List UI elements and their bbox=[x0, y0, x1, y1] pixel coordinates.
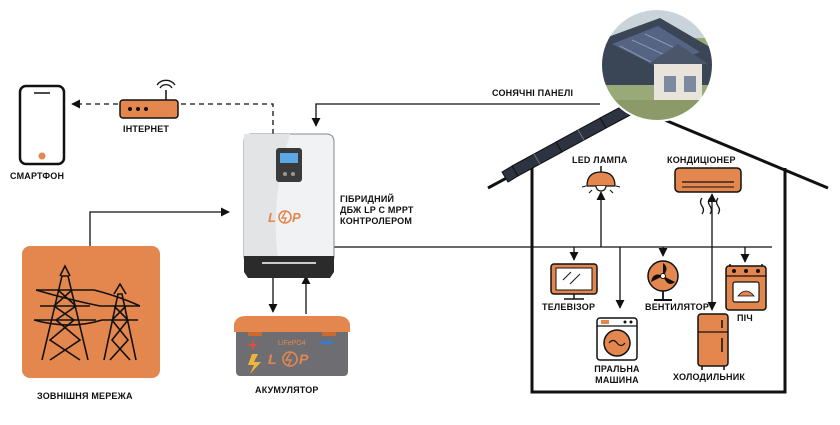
ac-label: КОНДИЦІОНЕР bbox=[667, 155, 736, 165]
battery-icon: + LiFePO4 L P bbox=[234, 316, 350, 376]
grid-to-inverter-line bbox=[89, 207, 230, 246]
lamp-icon bbox=[581, 166, 621, 194]
grid-tower-icon bbox=[22, 246, 160, 378]
svg-text:P: P bbox=[292, 210, 301, 225]
fan-label: ВЕНТИЛЯТОР bbox=[645, 302, 710, 312]
photo-frame bbox=[600, 8, 714, 122]
inverter-label-line-1: ГІБРИДНИЙ bbox=[340, 194, 395, 204]
inverter-label-line-3: КОНТРОЛЕРОМ bbox=[340, 216, 413, 226]
svg-text:L: L bbox=[268, 351, 277, 367]
house-outline-icon bbox=[487, 106, 829, 394]
grid-label: ЗОВНІШНЯ МЕРЕЖА bbox=[37, 391, 133, 401]
washer-label-line-2: МАШИНА bbox=[595, 375, 639, 385]
svg-text:P: P bbox=[299, 351, 309, 367]
internet-label: ІНТЕРНЕТ bbox=[123, 124, 170, 134]
oven-label: ПІЧ bbox=[737, 313, 753, 323]
fridge-icon bbox=[697, 313, 729, 370]
router-icon bbox=[119, 79, 179, 119]
svg-text:LiFePO4: LiFePO4 bbox=[278, 340, 306, 347]
tv-label: ТЕЛЕВІЗОР bbox=[542, 302, 596, 312]
inverter-logo: L bbox=[268, 210, 276, 225]
fridge-label: ХОЛОДИЛЬНИК bbox=[673, 372, 746, 382]
tv-icon bbox=[550, 263, 598, 300]
inverter-icon: L P bbox=[243, 133, 335, 278]
battery-label: АКУМУЛЯТОР bbox=[255, 385, 319, 395]
air-conditioner-icon bbox=[674, 167, 742, 215]
solar-panels-label: СОНЯЧНІ ПАНЕЛІ bbox=[492, 88, 574, 98]
solar-panel-icon bbox=[501, 101, 637, 183]
inverter-to-router-line bbox=[180, 103, 274, 134]
washing-machine-icon bbox=[596, 317, 638, 361]
washer-label-line-1: ПРАЛЬНА bbox=[594, 364, 640, 374]
lamp-label: LED ЛАМПА bbox=[572, 155, 628, 165]
inverter-label-line-2: ДБЖ LP С МРРТ bbox=[340, 205, 414, 215]
svg-text:+: + bbox=[248, 337, 257, 354]
smartphone-label: СМАРТФОН bbox=[10, 171, 65, 181]
solar-to-inverter-line bbox=[311, 103, 600, 127]
oven-icon bbox=[725, 264, 767, 311]
smartphone-icon bbox=[18, 84, 66, 166]
fan-icon bbox=[647, 260, 679, 301]
